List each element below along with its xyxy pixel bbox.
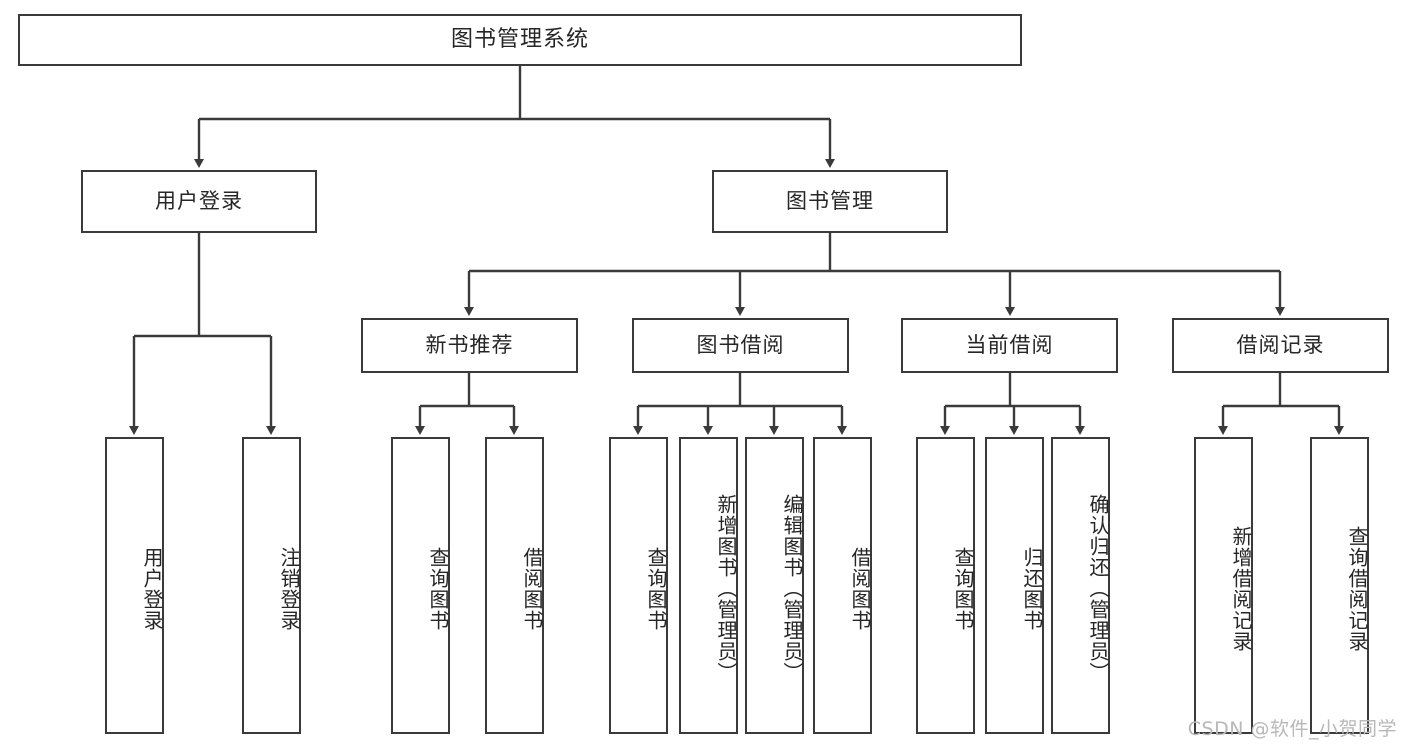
node-label: 用户登录 [140,546,164,631]
leaf-new-book-borrow[interactable]: 借阅图书 [485,437,544,734]
node-root-system[interactable]: 图书管理系统 [18,14,1022,66]
node-label: 新增借阅记录 [1229,525,1253,652]
leaf-book-borrow-edit[interactable]: 编辑图书（管理员） [745,437,804,734]
node-label: 查询借阅记录 [1345,525,1369,652]
node-label: 查询图书 [951,546,975,631]
leaf-current-borrow-confirm-return[interactable]: 确认归还（管理员） [1051,437,1110,734]
node-label: 注销登录 [277,546,301,631]
node-label: 查询图书 [644,546,668,631]
node-label: 图书管理系统 [450,26,589,52]
node-label: 当前借阅 [965,332,1054,357]
node-label: 图书管理 [786,188,874,213]
node-user-login[interactable]: 用户登录 [81,170,317,233]
node-label: 借阅图书 [520,546,544,631]
leaf-user-login-login[interactable]: 用户登录 [105,437,164,734]
watermark-text: CSDN @软件_小贺同学 [1187,718,1397,740]
leaf-borrow-record-add[interactable]: 新增借阅记录 [1194,437,1253,734]
leaf-book-borrow-query[interactable]: 查询图书 [609,437,668,734]
node-new-book-recommend[interactable]: 新书推荐 [361,318,578,373]
node-label: 新增图书（管理员） [714,494,738,683]
node-label: 查询图书 [426,546,450,631]
node-label: 图书借阅 [696,332,785,357]
leaf-borrow-record-query[interactable]: 查询借阅记录 [1310,437,1369,734]
node-label: 确认归还（管理员） [1086,494,1110,683]
leaf-current-borrow-return[interactable]: 归还图书 [985,437,1044,734]
leaf-current-borrow-query[interactable]: 查询图书 [916,437,975,734]
node-label: 借阅记录 [1236,332,1325,357]
node-book-management[interactable]: 图书管理 [712,170,948,233]
node-borrow-record[interactable]: 借阅记录 [1172,318,1389,373]
node-label: 用户登录 [155,188,243,213]
leaf-book-borrow-add[interactable]: 新增图书（管理员） [679,437,738,734]
node-current-borrow[interactable]: 当前借阅 [901,318,1118,373]
leaf-new-book-query[interactable]: 查询图书 [391,437,450,734]
node-label: 归还图书 [1020,546,1044,631]
node-label: 编辑图书（管理员） [780,494,804,683]
node-label: 新书推荐 [425,332,514,357]
node-book-borrow[interactable]: 图书借阅 [632,318,849,373]
leaf-book-borrow-borrow[interactable]: 借阅图书 [813,437,872,734]
node-label: 借阅图书 [848,546,872,631]
leaf-user-login-logout[interactable]: 注销登录 [242,437,301,734]
